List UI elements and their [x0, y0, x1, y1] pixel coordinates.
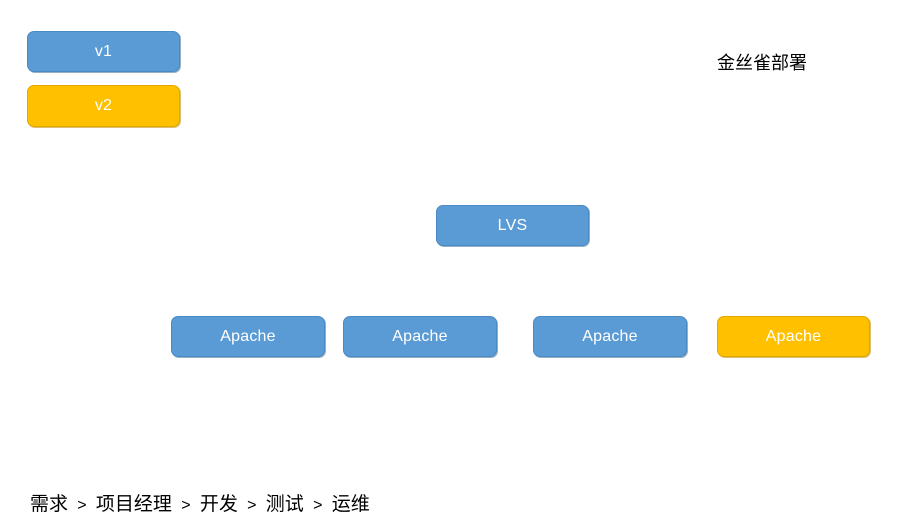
version-box-v1-label: v1	[94, 42, 113, 60]
backend-box-apache-2-label: Apache	[392, 327, 448, 345]
version-box-v2-label: v2	[94, 97, 113, 114]
pipeline-separator-1: >	[77, 497, 87, 514]
pipeline-stage-4: 测试	[265, 494, 304, 515]
backend-box-apache-4-label: Apache	[765, 327, 822, 345]
pipeline-separator-2: >	[181, 497, 191, 514]
pipeline-separator-4: >	[313, 497, 323, 514]
pipeline-stage-1: 需求	[30, 494, 69, 515]
backend-box-apache-3[interactable]: Apache	[533, 316, 687, 357]
pipeline-stage-2: 项目经理	[95, 494, 172, 515]
load-balancer-box-lvs[interactable]: LVS	[436, 205, 589, 246]
pipeline-breadcrumb: 需求 > 项目经理 > 开发 > 测试 > 运维	[29, 492, 371, 518]
backend-box-apache-2[interactable]: Apache	[343, 316, 497, 357]
version-box-v1[interactable]: v1	[27, 31, 180, 72]
pipeline-stage-3: 开发	[199, 494, 238, 515]
backend-box-apache-1-label: Apache	[220, 327, 276, 345]
backend-box-apache-1[interactable]: Apache	[171, 316, 325, 357]
backend-box-apache-4-canary[interactable]: Apache	[717, 316, 870, 357]
pipeline-stage-5: 运维	[331, 494, 370, 515]
diagram-title: 金丝雀部署	[717, 53, 807, 73]
version-box-v2[interactable]: v2	[27, 85, 180, 127]
backend-box-apache-3-label: Apache	[582, 327, 638, 345]
load-balancer-label: LVS	[497, 216, 528, 234]
pipeline-separator-3: >	[247, 497, 257, 514]
